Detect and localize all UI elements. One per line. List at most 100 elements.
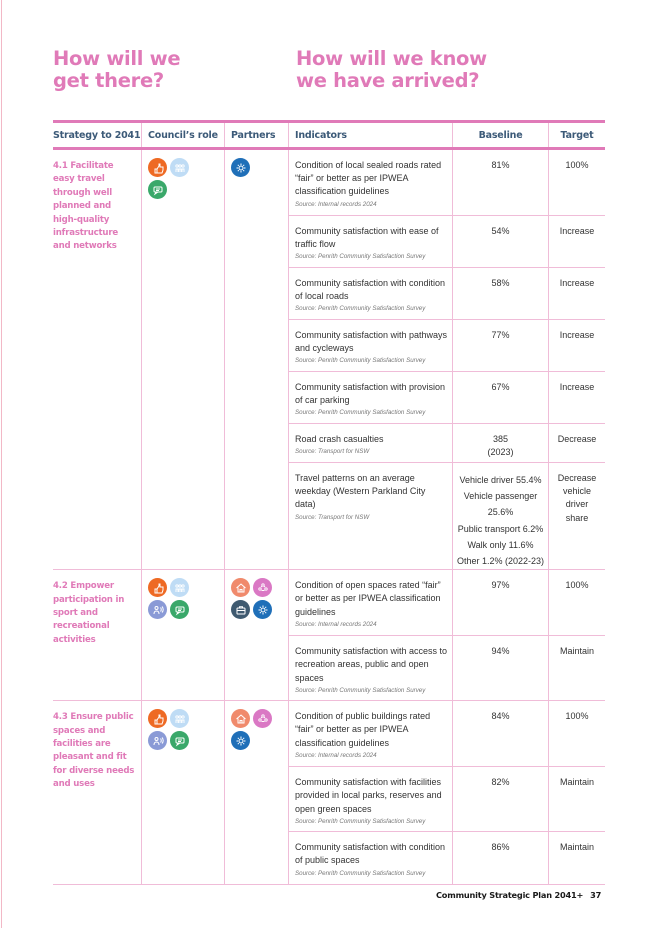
- baseline-cell: 58%: [453, 268, 549, 319]
- page-number: 37: [590, 890, 602, 900]
- community-groups-icon: [253, 709, 272, 729]
- baseline-cell: 86%: [453, 832, 549, 885]
- indicator-rows: Condition of local sealed roads rated “f…: [289, 150, 605, 570]
- target-cell: Maintain: [559, 646, 595, 657]
- indicator-rows: Condition of open spaces rated “fair” or…: [289, 570, 605, 701]
- indicator-cell: Community satisfaction with access to re…: [289, 636, 453, 701]
- baseline-value: Vehicle driver 55.4%: [459, 475, 542, 485]
- baseline-cell: 385 (2023): [453, 424, 549, 462]
- indicator-source: Source: Transport for NSW: [295, 448, 370, 456]
- table-row: Community satisfaction with condition of…: [289, 268, 605, 320]
- indicator-cell: Travel patterns on an average weekday (W…: [289, 463, 453, 570]
- col-header-partners: Partners: [225, 123, 289, 147]
- business-icon: [231, 600, 250, 620]
- target-cell: 100%: [565, 580, 589, 591]
- baseline-cell: Vehicle driver 55.4% Vehicle passenger 25…: [453, 463, 549, 570]
- table-body: 4.1 Facilitate easy travel through well …: [53, 150, 605, 886]
- custodian-icon: [170, 578, 189, 598]
- indicator-source: Source: Penrith Community Satisfaction S…: [295, 305, 426, 313]
- page-footer: Community Strategic Plan 2041+ 37: [436, 890, 601, 900]
- col-header-indicators: Indicators: [289, 123, 453, 147]
- indicator-rows: Condition of public buildings rated “fai…: [289, 701, 605, 885]
- baseline-value: 84%: [491, 711, 510, 722]
- table-row: Condition of local sealed roads rated “f…: [289, 150, 605, 216]
- indicator-source: Source: Internal records 2024: [295, 200, 377, 208]
- strategy-text: 4.1 Facilitate easy travel through well …: [53, 150, 142, 570]
- col-header-councils-role: Council’s role: [142, 123, 225, 147]
- footer-title: Community Strategic Plan 2041+: [436, 890, 584, 900]
- baseline-cell: 81%: [453, 150, 549, 215]
- communicator-icon: [148, 731, 167, 751]
- indicator-title: Community satisfaction with pathways and…: [295, 330, 448, 354]
- strategy-group: 4.2 Empower participation in sport and r…: [53, 570, 605, 702]
- baseline-value: (2023): [487, 447, 514, 458]
- government-agencies-icon: [231, 158, 250, 177]
- heading-line: How will we: [53, 47, 181, 70]
- table-row: Travel patterns on an average weekday (W…: [289, 463, 605, 570]
- baseline-cell: 82%: [453, 767, 549, 832]
- indicator-title: Condition of open spaces rated “fair” or…: [295, 580, 441, 617]
- indicator-source: Source: Penrith Community Satisfaction S…: [295, 409, 426, 417]
- leader-icon: [148, 578, 167, 598]
- indicator-title: Condition of local sealed roads rated “f…: [295, 160, 442, 197]
- page-edge-line: [1, 0, 2, 928]
- baseline-value: 58%: [491, 278, 510, 288]
- baseline-value: 81%: [491, 160, 510, 170]
- councils-role-icons: [142, 701, 225, 885]
- custodian-icon: [170, 709, 189, 729]
- indicator-title: Community satisfaction with condition of…: [295, 842, 446, 866]
- indicator-cell: Community satisfaction with provision of…: [289, 372, 453, 423]
- heading-how-will-we-get-there: How will we get there?: [53, 47, 181, 92]
- indicator-title: Road crash casualties: [295, 434, 384, 444]
- baseline-value: 385: [492, 434, 509, 444]
- councils-role-icons: [142, 570, 225, 701]
- baseline-value: Public transport 6.2%: [457, 523, 544, 534]
- table-row: Community satisfaction with facilities p…: [289, 767, 605, 833]
- indicator-source: Source: Penrith Community Satisfaction S…: [295, 686, 426, 694]
- strategy-group: 4.3 Ensure public spaces and facilities …: [53, 701, 605, 886]
- advocate-icon: [170, 731, 189, 751]
- indicator-title: Community satisfaction with access to re…: [295, 646, 448, 683]
- baseline-value: 67%: [491, 382, 510, 392]
- table-row: Condition of open spaces rated “fair” or…: [289, 570, 605, 637]
- advocate-icon: [148, 180, 167, 199]
- table-row: Community satisfaction with ease of traf…: [289, 216, 605, 268]
- indicator-source: Source: Penrith Community Satisfaction S…: [295, 869, 426, 877]
- indicator-title: Community satisfaction with condition of…: [295, 278, 446, 302]
- baseline-cell: 97%: [453, 570, 549, 636]
- leader-icon: [148, 158, 167, 177]
- target-cell: Maintain: [559, 777, 595, 788]
- table-row: Community satisfaction with provision of…: [289, 372, 605, 424]
- baseline-cell: 54%: [453, 216, 549, 267]
- strategy-text: 4.3 Ensure public spaces and facilities …: [53, 701, 142, 885]
- indicator-source: Source: Internal records 2024: [295, 751, 377, 759]
- baseline-cell: 84%: [453, 701, 549, 767]
- baseline-value: Vehicle passenger 25.6%: [463, 491, 538, 518]
- target-cell: 100%: [565, 711, 589, 722]
- indicator-cell: Community satisfaction with condition of…: [289, 832, 453, 885]
- target-cell: Increase: [559, 330, 595, 340]
- target-cell: Decrease vehicle driver share: [557, 473, 597, 523]
- indicator-source: Source: Penrith Community Satisfaction S…: [295, 817, 426, 825]
- government-agencies-icon: [231, 731, 250, 751]
- communicator-icon: [148, 600, 167, 620]
- indicator-cell: Condition of local sealed roads rated “f…: [289, 150, 453, 215]
- target-cell: Increase: [559, 382, 595, 392]
- indicator-source: Source: Penrith Community Satisfaction S…: [295, 253, 426, 261]
- strategy-group: 4.1 Facilitate easy travel through well …: [53, 150, 605, 571]
- heading-line: we have arrived?: [296, 69, 480, 92]
- indicator-cell: Condition of open spaces rated “fair” or…: [289, 570, 453, 636]
- baseline-cell: 94%: [453, 636, 549, 701]
- table-row: Condition of public buildings rated “fai…: [289, 701, 605, 768]
- table-row: Community satisfaction with condition of…: [289, 832, 605, 885]
- households-icon: [231, 578, 250, 598]
- indicator-source: Source: Transport for NSW: [295, 513, 370, 521]
- target-cell: Increase: [559, 226, 595, 236]
- community-groups-icon: [253, 578, 272, 598]
- baseline-value: Walk only 11.6%: [467, 539, 534, 550]
- custodian-icon: [170, 158, 189, 177]
- partner-icons: [225, 570, 289, 701]
- indicator-title: Community satisfaction with facilities p…: [295, 777, 442, 814]
